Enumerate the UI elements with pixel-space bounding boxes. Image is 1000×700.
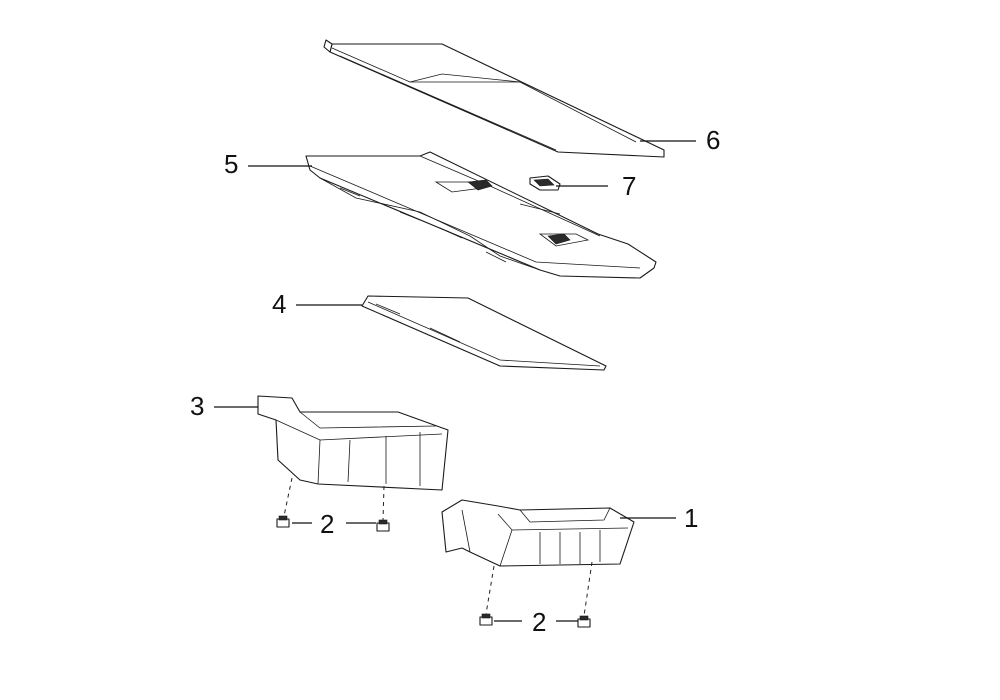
part-1-right-bin <box>441 499 635 567</box>
fastener-left-b <box>376 519 390 532</box>
fastener-right-b <box>577 615 591 628</box>
fastener-left-a <box>276 515 290 528</box>
leader-lines <box>214 140 696 622</box>
part-6-top-panel <box>323 39 665 158</box>
part-5-floor-tray <box>305 151 657 279</box>
callout-1: 1 <box>684 503 698 533</box>
part-4-middle-panel <box>361 295 607 371</box>
callout-2-left: 2 <box>320 509 334 539</box>
callout-7: 7 <box>622 171 636 201</box>
fastener-right-a <box>479 613 493 626</box>
callout-4: 4 <box>272 289 286 319</box>
part-7-clip <box>529 175 561 191</box>
callout-3: 3 <box>190 391 204 421</box>
part-3-left-bin <box>257 395 449 491</box>
part-2-fasteners <box>276 515 591 628</box>
callout-2-right: 2 <box>532 607 546 637</box>
callout-5: 5 <box>224 149 238 179</box>
assembly-lines <box>283 477 593 617</box>
callout-6: 6 <box>706 125 720 155</box>
